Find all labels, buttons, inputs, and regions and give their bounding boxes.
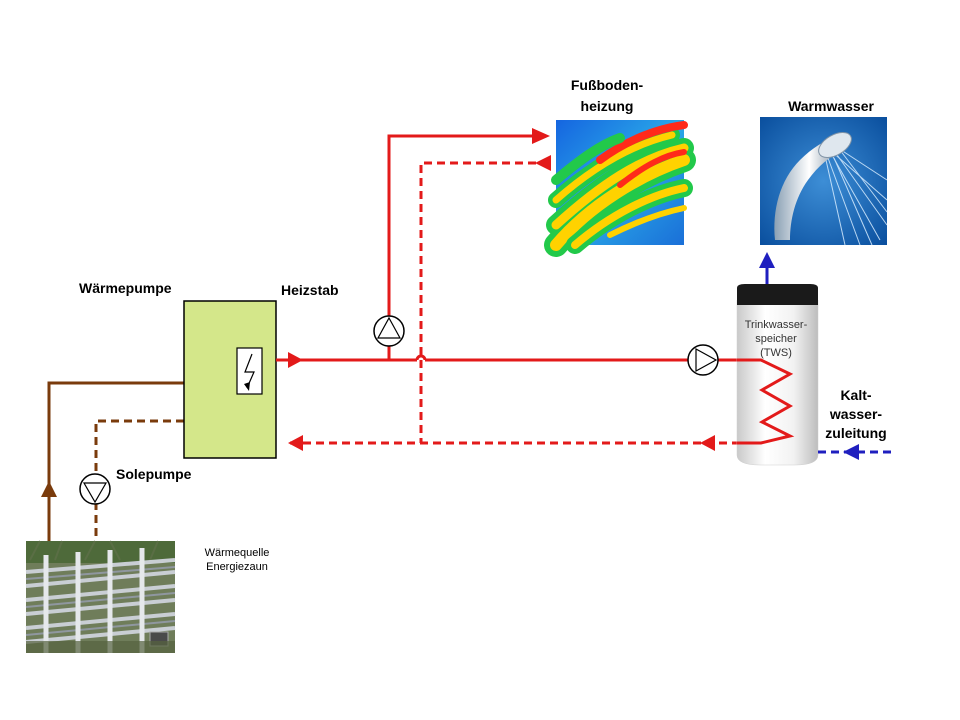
tank-coil-overlay (737, 358, 795, 445)
brine-pump-label: Solepumpe (116, 466, 192, 482)
source-return-pipe (94, 419, 184, 541)
source-flow-arrow (41, 481, 57, 497)
source-supply-pipe (47, 381, 184, 541)
cold-water-flow-arrow (843, 444, 859, 460)
cold-water-label-3: zuleitung (825, 425, 886, 441)
lightning-icon (236, 347, 263, 395)
energy-fence-image (25, 540, 176, 653)
floor-return-pipe (419, 161, 536, 443)
brine-pump-icon (79, 473, 111, 505)
hot-water-flow-arrow (759, 252, 775, 268)
heat-source-label-2: Energiezaun (206, 561, 268, 573)
shower-image (760, 117, 888, 246)
source-pipes (47, 381, 184, 541)
tank-label-3: (TWS) (760, 347, 792, 359)
floor-supply-pipe-upper (387, 134, 536, 316)
arrow-return-in (288, 435, 303, 451)
tank-label-2: speicher (755, 333, 797, 345)
heat-source-label-1: Wärmequelle (205, 547, 270, 559)
arrow-supply-out (288, 352, 303, 368)
floor-heating-label-1: Fußboden- (571, 77, 644, 93)
cold-water-label-2: wasser- (829, 406, 882, 422)
tank-label-1: Trinkwasser- (745, 319, 808, 331)
heating-pipes (276, 134, 795, 445)
hot-water-label: Warmwasser (788, 98, 874, 114)
pipe-crossover (415, 354, 427, 361)
floor-heating-label-2: heizung (581, 98, 634, 114)
heat-pump-label: Wärmepumpe (79, 280, 172, 296)
arrow-tank-return (700, 435, 715, 451)
tank-charging-pump-icon (687, 344, 719, 376)
arrow-floor-return (535, 155, 551, 171)
heating-flow-arrows (288, 128, 715, 451)
floor-heating-image (544, 120, 696, 257)
arrow-floor-supply (532, 128, 550, 144)
heating-rod-label: Heizstab (281, 282, 339, 298)
floor-heating-pump-icon (373, 315, 405, 347)
cold-water-label-1: Kalt- (840, 387, 871, 403)
